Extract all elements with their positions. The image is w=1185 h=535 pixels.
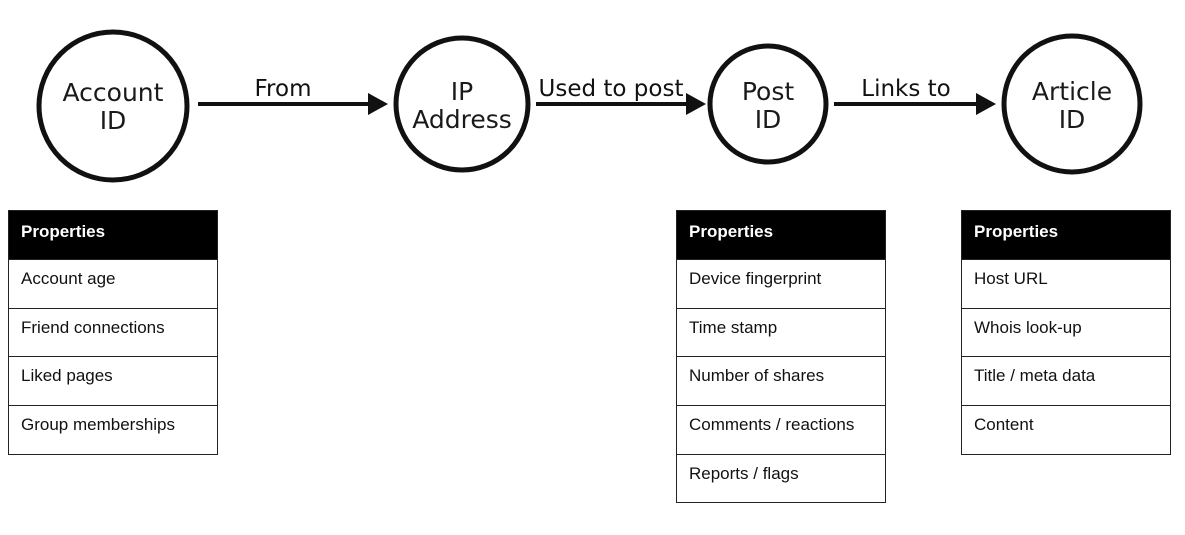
edge-ip-to-post: Used to post (536, 76, 706, 115)
arrowhead-icon (976, 93, 996, 115)
node-label-line1: Post (742, 77, 795, 106)
table-row: Group memberships (9, 405, 217, 454)
node-label-line2: ID (755, 105, 782, 134)
table-header: Properties (9, 211, 217, 259)
edge-account-to-ip: From (198, 76, 388, 115)
edge-post-to-article: Links to (834, 76, 996, 115)
table-row: Account age (9, 259, 217, 308)
table-row: Reports / flags (677, 453, 885, 503)
table-row: Whois look-up (962, 307, 1170, 357)
table-row: Title / meta data (962, 356, 1170, 405)
edge-label: Links to (861, 76, 950, 102)
table-row: Comments / reactions (677, 405, 885, 454)
node-ip-address: IP Address (393, 35, 531, 173)
table-row: Number of shares (677, 356, 885, 405)
node-label-line2: ID (1059, 105, 1086, 134)
flow-diagram: From Used to post Links to Account ID IP… (36, 29, 1143, 183)
node-circle (1001, 33, 1143, 175)
node-label-line2: Address (412, 105, 512, 134)
arrowhead-icon (368, 93, 388, 115)
table-row: Friend connections (9, 307, 217, 357)
table-header: Properties (962, 211, 1170, 259)
node-circle (36, 29, 190, 183)
node-circle (707, 43, 829, 165)
table-row: Content (962, 405, 1170, 454)
table-row: Device fingerprint (677, 259, 885, 308)
node-label-line1: Account (63, 78, 164, 107)
node-label-line1: IP (451, 77, 473, 106)
article-properties-table: Properties Host URL Whois look-up Title … (961, 210, 1171, 455)
edge-label: Used to post (539, 76, 684, 102)
node-label-line1: Article (1032, 77, 1112, 106)
table-header: Properties (677, 211, 885, 259)
table-row: Host URL (962, 259, 1170, 308)
arrowhead-icon (686, 93, 706, 115)
node-article-id: Article ID (1001, 33, 1143, 175)
table-row: Liked pages (9, 356, 217, 405)
table-row: Time stamp (677, 307, 885, 357)
node-circle (393, 35, 531, 173)
node-post-id: Post ID (707, 43, 829, 165)
node-label-line2: ID (100, 106, 127, 135)
node-account-id: Account ID (36, 29, 190, 183)
post-properties-table: Properties Device fingerprint Time stamp… (676, 210, 886, 504)
edge-label: From (255, 76, 312, 102)
account-properties-table: Properties Account age Friend connection… (8, 210, 218, 455)
